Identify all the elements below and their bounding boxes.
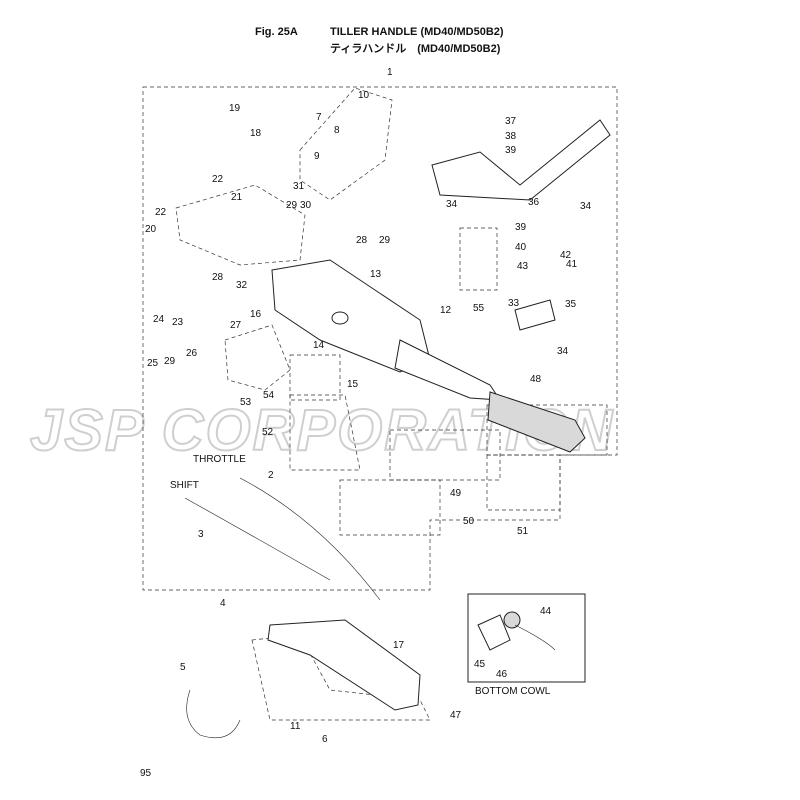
callout-16: 16 bbox=[250, 309, 262, 320]
callout-46: 46 bbox=[496, 669, 508, 680]
figure-number: Fig. 25A bbox=[255, 26, 298, 38]
callout-41: 41 bbox=[566, 259, 578, 270]
callout-3: 3 bbox=[198, 529, 204, 540]
callout-53: 53 bbox=[240, 397, 252, 408]
callout-10: 10 bbox=[358, 90, 370, 101]
callout-27: 27 bbox=[230, 320, 242, 331]
callout-44: 44 bbox=[540, 606, 552, 617]
callout-24: 24 bbox=[153, 314, 165, 325]
callout-33: 33 bbox=[508, 298, 520, 309]
callout-37: 37 bbox=[505, 116, 517, 127]
throttle-grip bbox=[487, 391, 586, 453]
group-53-outline bbox=[224, 324, 291, 391]
callout-14: 14 bbox=[313, 340, 325, 351]
callout-29a: 29 bbox=[286, 200, 298, 211]
callout-5: 5 bbox=[180, 662, 186, 673]
bottom-cowl-inset bbox=[467, 593, 586, 683]
bottom-cowl-label: BOTTOM COWL bbox=[475, 686, 551, 697]
callout-34a: 34 bbox=[446, 199, 458, 210]
callout-13: 13 bbox=[370, 269, 382, 280]
group-52-outline bbox=[289, 394, 361, 471]
callout-1: 1 bbox=[387, 67, 393, 78]
callout-28b: 28 bbox=[356, 235, 368, 246]
callout-34c: 34 bbox=[557, 346, 569, 357]
callout-2: 2 bbox=[268, 470, 274, 481]
group-20-outline bbox=[175, 184, 306, 266]
callout-22b: 22 bbox=[155, 207, 167, 218]
callout-18: 18 bbox=[250, 128, 262, 139]
callout-47: 47 bbox=[450, 710, 462, 721]
callout-8: 8 bbox=[334, 125, 340, 136]
handle-cover bbox=[431, 119, 611, 201]
callout-15: 15 bbox=[347, 379, 359, 390]
callout-17: 17 bbox=[393, 640, 405, 651]
figure-title-jp: ティラハンドル (MD40/MD50B2) bbox=[330, 43, 501, 55]
callout-34b: 34 bbox=[580, 201, 592, 212]
callout-51: 51 bbox=[517, 526, 529, 537]
bracket bbox=[514, 299, 556, 331]
callout-52: 52 bbox=[262, 427, 274, 438]
bottom-frame bbox=[267, 619, 421, 711]
callout-35: 35 bbox=[565, 299, 577, 310]
throttle-label: THROTTLE bbox=[193, 454, 246, 465]
callout-50: 50 bbox=[463, 516, 475, 527]
callout-31: 31 bbox=[293, 181, 305, 192]
callout-23: 23 bbox=[172, 317, 184, 328]
callout-26: 26 bbox=[186, 348, 198, 359]
callout-55: 55 bbox=[473, 303, 485, 314]
callout-43: 43 bbox=[517, 261, 529, 272]
cables bbox=[184, 477, 381, 601]
callout-11: 11 bbox=[290, 721, 301, 732]
callout-28a: 28 bbox=[212, 272, 224, 283]
callout-22a: 22 bbox=[212, 174, 224, 185]
callout-20: 20 bbox=[145, 224, 157, 235]
callout-9: 9 bbox=[314, 151, 320, 162]
page-number: 95 bbox=[140, 768, 152, 779]
callout-29b: 29 bbox=[379, 235, 391, 246]
callout-32: 32 bbox=[236, 280, 248, 291]
callout-49: 49 bbox=[450, 488, 462, 499]
group-7-outline bbox=[299, 87, 393, 201]
callout-7: 7 bbox=[316, 112, 322, 123]
group-49-outline bbox=[389, 429, 501, 481]
callout-45: 45 bbox=[474, 659, 486, 670]
callout-40: 40 bbox=[515, 242, 527, 253]
callout-4: 4 bbox=[220, 598, 226, 609]
shift-label: SHIFT bbox=[170, 480, 199, 491]
callout-6: 6 bbox=[322, 734, 328, 745]
callout-21: 21 bbox=[231, 192, 243, 203]
callout-39b: 39 bbox=[515, 222, 527, 233]
stop-switch bbox=[477, 611, 556, 651]
callout-54: 54 bbox=[263, 390, 275, 401]
figure-title-en: TILLER HANDLE (MD40/MD50B2) bbox=[330, 26, 504, 38]
callout-25: 25 bbox=[147, 358, 159, 369]
lanyard bbox=[186, 689, 241, 739]
callout-30: 30 bbox=[300, 200, 312, 211]
callout-39a: 39 bbox=[505, 145, 517, 156]
callout-29c: 29 bbox=[164, 356, 176, 367]
group-50-outline bbox=[339, 479, 441, 536]
callout-38: 38 bbox=[505, 131, 517, 142]
group-48-outline bbox=[486, 404, 608, 456]
callout-48: 48 bbox=[530, 374, 542, 385]
group-54-outline bbox=[289, 354, 341, 401]
group-51-outline bbox=[486, 454, 561, 511]
callout-36: 36 bbox=[528, 197, 540, 208]
assembly-boundary bbox=[142, 86, 618, 591]
tiller-handle-body bbox=[271, 259, 501, 401]
callout-12: 12 bbox=[440, 305, 452, 316]
group-55-outline bbox=[459, 227, 498, 291]
callout-19: 19 bbox=[229, 103, 241, 114]
callout-42: 42 bbox=[560, 250, 572, 261]
